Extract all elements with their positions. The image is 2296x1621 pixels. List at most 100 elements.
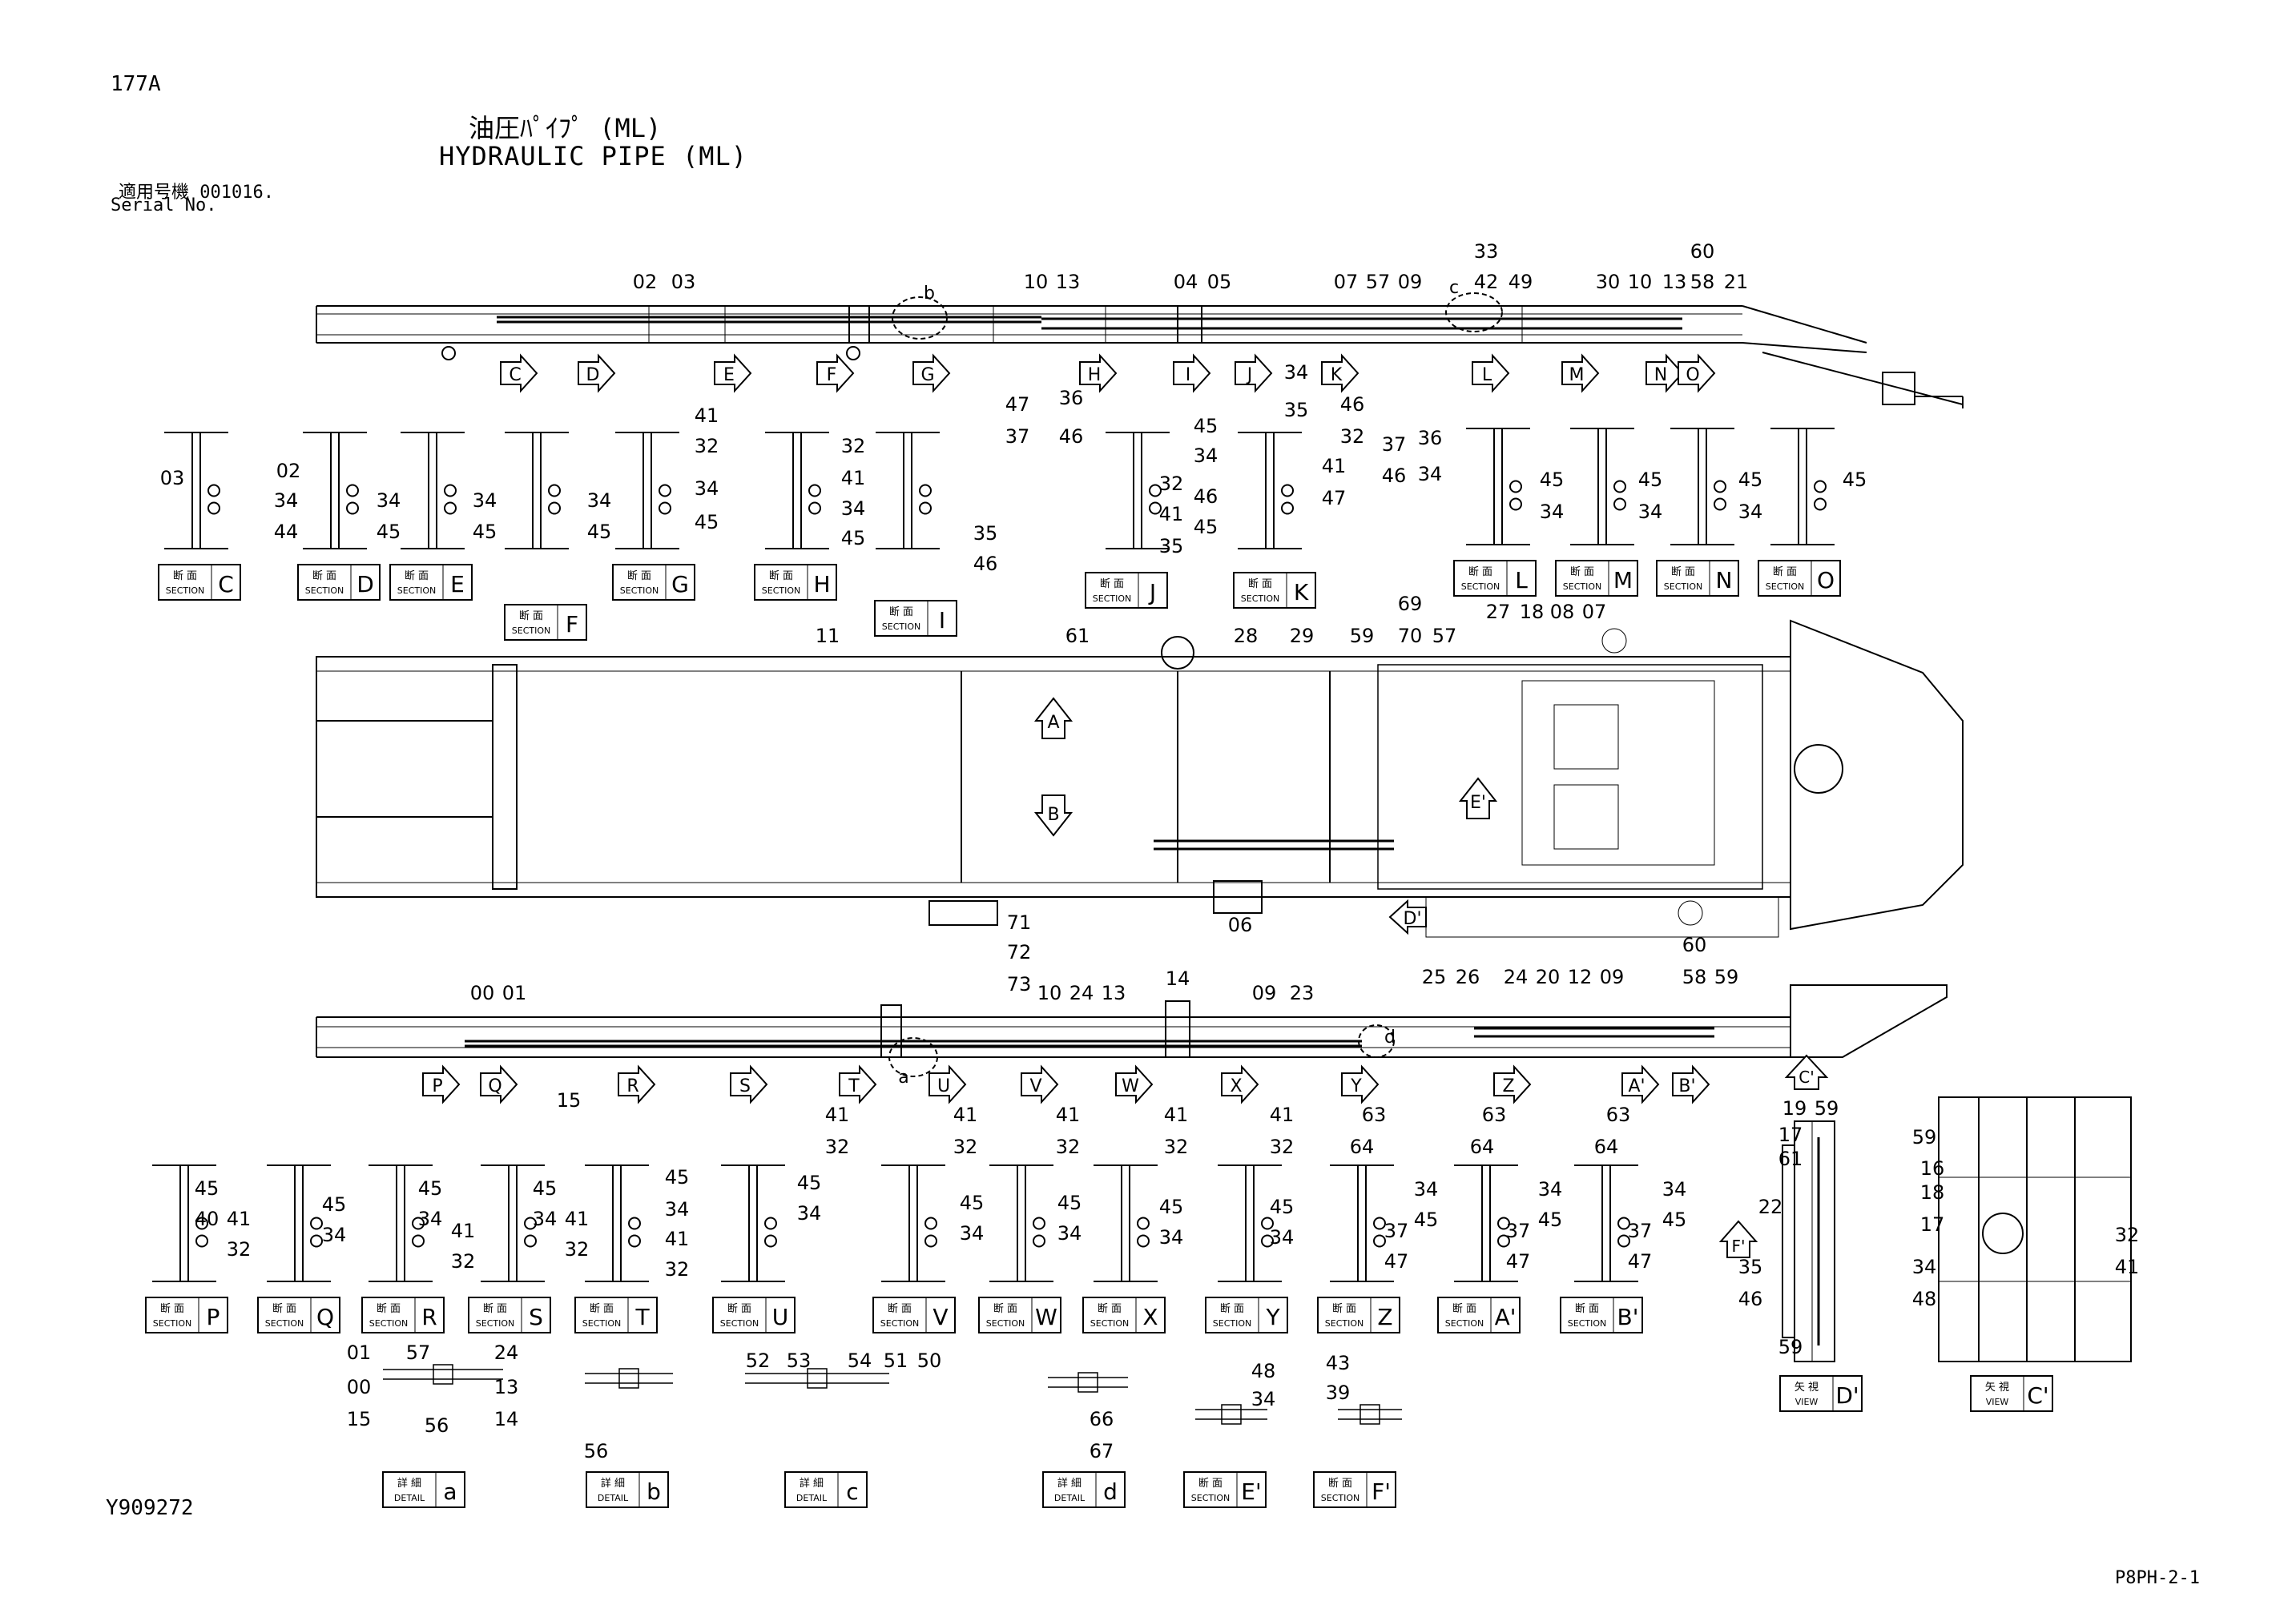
callout-view-d-59: 59 xyxy=(1815,1097,1839,1120)
cross-section-D xyxy=(303,432,367,549)
callout-plan-72: 72 xyxy=(1007,941,1032,963)
svg-text:P: P xyxy=(432,1076,442,1096)
svg-text:Q: Q xyxy=(488,1076,501,1096)
detail-drawing-1 xyxy=(383,1364,503,1385)
callout-sec-46: 46 xyxy=(1340,393,1365,416)
callout-sec-45: 45 xyxy=(377,521,401,543)
callout-top-04: 04 xyxy=(1174,271,1198,293)
page-number: 177A xyxy=(111,72,161,96)
callout-bot-sec-32: 32 xyxy=(665,1258,690,1281)
svg-text:a: a xyxy=(443,1478,457,1505)
callout-view-d-17: 17 xyxy=(1778,1124,1803,1146)
svg-text:詳 細: 詳 細 xyxy=(800,1477,824,1490)
callout-plan-27: 27 xyxy=(1486,601,1511,623)
view-d-drawing xyxy=(1782,1120,1835,1362)
svg-text:S: S xyxy=(529,1304,543,1330)
callout-plan-18: 18 xyxy=(1520,601,1545,623)
svg-text:I: I xyxy=(1186,365,1191,385)
callout-top-13: 13 xyxy=(1662,271,1687,293)
detail-drawing-3 xyxy=(745,1368,889,1389)
callout-sec-45: 45 xyxy=(1194,516,1218,538)
callout-top-49: 49 xyxy=(1509,271,1533,293)
callout-bot-sec-45: 45 xyxy=(1538,1209,1563,1231)
svg-text:C: C xyxy=(218,571,234,597)
callout-view-c-18: 18 xyxy=(1920,1181,1945,1204)
callout-bot-sec-63: 63 xyxy=(1482,1104,1507,1126)
svg-text:SECTION: SECTION xyxy=(153,1318,191,1329)
svg-text:F': F' xyxy=(1731,1237,1745,1256)
svg-text:SECTION: SECTION xyxy=(1191,1493,1230,1503)
title-english: HYDRAULIC PIPE (ML) xyxy=(439,141,748,171)
callout-det-15: 15 xyxy=(347,1408,372,1430)
cross-section-J xyxy=(1106,432,1170,549)
section-arrow-L: L xyxy=(1472,353,1510,393)
svg-text:K: K xyxy=(1331,365,1343,385)
detail-drawing-5 xyxy=(1195,1404,1267,1425)
svg-text:b: b xyxy=(647,1478,661,1505)
detail-ref-a: a xyxy=(898,1068,908,1088)
callout-top-57: 57 xyxy=(1366,271,1391,293)
callout-bot-sec-34: 34 xyxy=(1662,1178,1687,1201)
callout-bot-sec-45: 45 xyxy=(797,1172,822,1194)
callout-bot-sec-45: 45 xyxy=(1662,1209,1687,1231)
svg-text:断 面: 断 面 xyxy=(769,570,793,582)
callout-bot-sec-37: 37 xyxy=(1506,1220,1531,1242)
svg-text:N: N xyxy=(1716,567,1733,593)
plan-marker-E': E' xyxy=(1458,777,1498,819)
callout-plan-59: 59 xyxy=(1714,966,1739,988)
section-arrow-B': B' xyxy=(1672,1064,1710,1104)
callout-bot-sec-41: 41 xyxy=(565,1208,590,1230)
svg-text:N: N xyxy=(1654,365,1667,385)
bottom-elevation-frame xyxy=(316,984,1948,1077)
svg-text:VIEW: VIEW xyxy=(1986,1397,2009,1407)
svg-text:SECTION: SECTION xyxy=(1090,1318,1129,1329)
callout-view-c-32: 32 xyxy=(2115,1224,2140,1246)
svg-text:断 面: 断 面 xyxy=(173,570,197,582)
callout-plan-28: 28 xyxy=(1234,625,1259,647)
callout-bot-sec-32: 32 xyxy=(825,1136,850,1158)
callout-top-07: 07 xyxy=(1334,271,1359,293)
callout-view-c-59: 59 xyxy=(1912,1126,1937,1148)
callout-bot-sec-34: 34 xyxy=(1270,1226,1295,1249)
cross-section-M xyxy=(1570,428,1634,545)
svg-text:断 面: 断 面 xyxy=(1671,566,1695,578)
section-arrow-E: E xyxy=(714,353,752,393)
svg-text:SECTION: SECTION xyxy=(986,1318,1025,1329)
callout-bot-10: 10 xyxy=(1037,982,1062,1004)
callout-bot-sec-34: 34 xyxy=(1538,1178,1563,1201)
callout-view-c-17: 17 xyxy=(1920,1213,1945,1236)
section-arrow-O: O xyxy=(1678,353,1716,393)
section-arrow-R: R xyxy=(618,1064,656,1104)
callout-sec-03: 03 xyxy=(160,467,185,489)
svg-text:断 面: 断 面 xyxy=(272,1303,296,1315)
section-tag-N: 断 面 SECTION N xyxy=(1656,560,1739,597)
callout-det-54: 54 xyxy=(848,1349,872,1372)
callout-sec-35: 35 xyxy=(1159,535,1184,557)
svg-text:SECTION: SECTION xyxy=(1241,593,1279,604)
section-arrow-M: M xyxy=(1561,353,1600,393)
callout-bot-sec-41: 41 xyxy=(665,1228,690,1250)
svg-text:断 面: 断 面 xyxy=(727,1303,751,1315)
callout-sec-32: 32 xyxy=(695,435,719,457)
svg-text:SECTION: SECTION xyxy=(305,585,344,596)
svg-text:断 面: 断 面 xyxy=(377,1303,401,1315)
svg-text:断 面: 断 面 xyxy=(1248,578,1272,590)
callout-det-24: 24 xyxy=(494,1341,519,1364)
callout-det-51: 51 xyxy=(884,1349,908,1372)
section-arrow-G: G xyxy=(912,353,951,393)
cross-section-F xyxy=(505,432,569,549)
callout-bot-sec-45: 45 xyxy=(418,1177,443,1200)
callout-det-43: 43 xyxy=(1326,1352,1351,1374)
svg-text:SECTION: SECTION xyxy=(1664,581,1702,592)
svg-text:DETAIL: DETAIL xyxy=(394,1493,425,1503)
callout-sec-41: 41 xyxy=(841,467,866,489)
svg-text:SECTION: SECTION xyxy=(512,625,550,636)
callout-bot-sec-32: 32 xyxy=(1270,1136,1295,1158)
